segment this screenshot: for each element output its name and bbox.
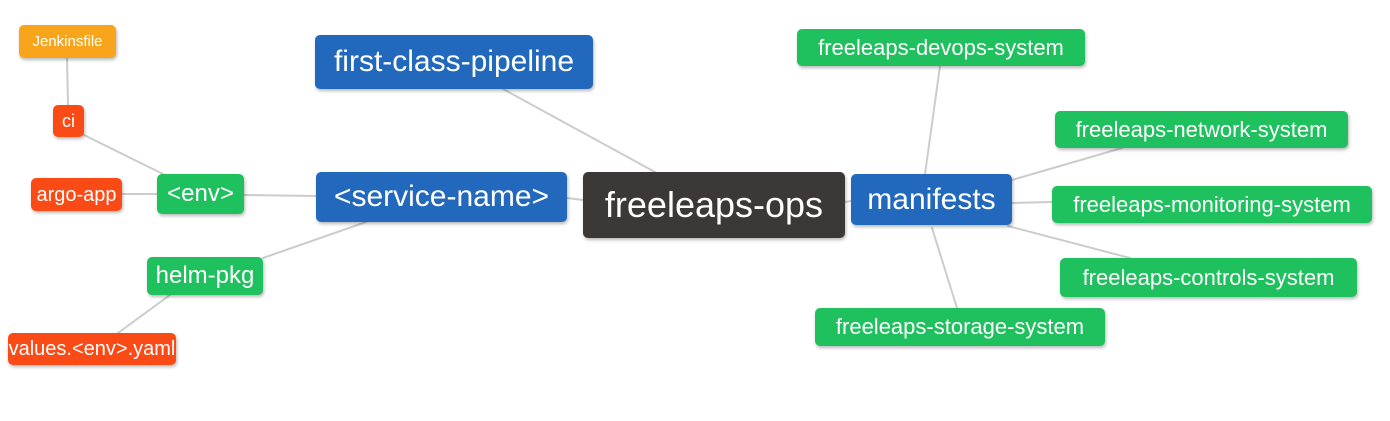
edge-manifests-freeleaps-network-system <box>1011 147 1123 181</box>
node-ci[interactable]: ci <box>53 105 84 137</box>
node-helm-pkg[interactable]: helm-pkg <box>147 257 263 295</box>
node-freeleaps-devops-system[interactable]: freeleaps-devops-system <box>797 29 1085 66</box>
node-manifests[interactable]: manifests <box>851 174 1012 225</box>
edge-manifests-freeleaps-devops-system <box>924 65 941 175</box>
node-freeleaps-monitoring-system[interactable]: freeleaps-monitoring-system <box>1052 186 1372 223</box>
node-service-name[interactable]: <service-name> <box>316 172 567 222</box>
edge-manifests-freeleaps-controls-system <box>1007 225 1131 259</box>
node-jenkinsfile[interactable]: Jenkinsfile <box>19 25 116 58</box>
node-freeleaps-network-system[interactable]: freeleaps-network-system <box>1055 111 1348 148</box>
edge-first-class-pipeline-freeleaps-ops <box>502 88 656 173</box>
edge-manifests-freeleaps-storage-system <box>931 227 958 309</box>
node-argo-app[interactable]: argo-app <box>31 178 122 211</box>
node-values-env-yaml[interactable]: values.<env>.yaml <box>8 333 176 365</box>
edge-jenkinsfile-ci <box>66 57 69 106</box>
edge-env-service-name <box>243 194 317 197</box>
edge-values-env-yaml-helm-pkg <box>117 294 171 334</box>
node-env[interactable]: <env> <box>157 174 244 214</box>
node-freeleaps-controls-system[interactable]: freeleaps-controls-system <box>1060 258 1357 297</box>
edge-manifests-freeleaps-monitoring-system <box>1011 201 1053 204</box>
edge-helm-pkg-service-name <box>262 221 367 259</box>
node-freeleaps-ops[interactable]: freeleaps-ops <box>583 172 845 238</box>
edge-service-name-freeleaps-ops <box>566 197 584 201</box>
node-first-class-pipeline[interactable]: first-class-pipeline <box>315 35 593 89</box>
node-freeleaps-storage-system[interactable]: freeleaps-storage-system <box>815 308 1105 346</box>
edge-ci-env <box>83 134 164 175</box>
